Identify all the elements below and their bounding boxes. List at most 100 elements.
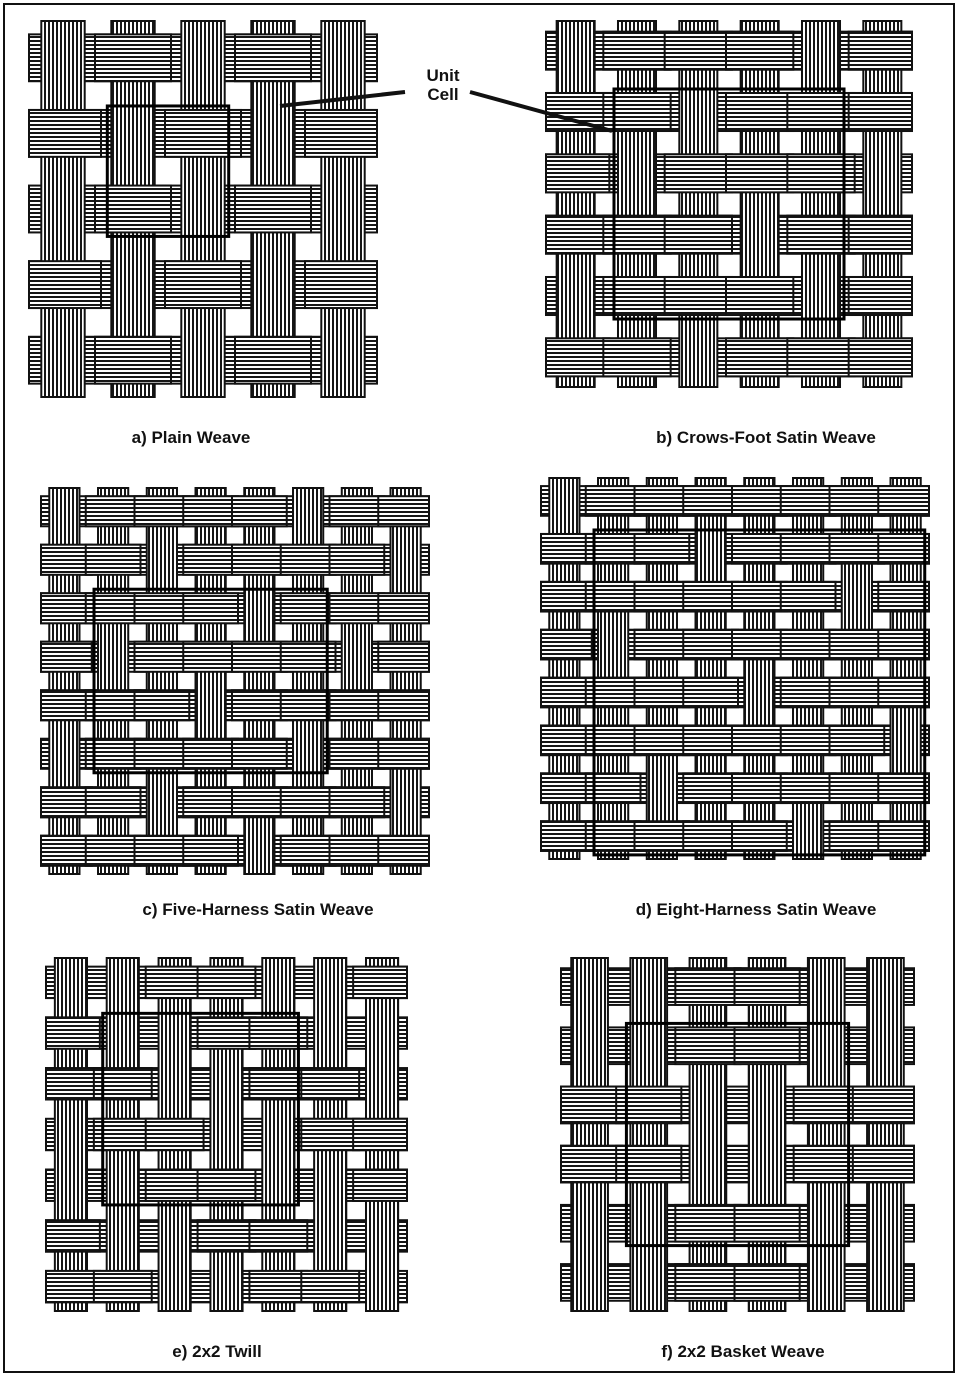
- weft-crossover: [249, 1220, 307, 1251]
- warp-yarn: [802, 21, 840, 387]
- weft-crossover: [683, 725, 738, 755]
- weft-crossover: [86, 836, 141, 866]
- weft-crossover: [378, 836, 429, 866]
- weft-crossover: [46, 1220, 100, 1251]
- weft-crossover: [675, 1264, 740, 1301]
- weft-crossover: [635, 821, 690, 851]
- weft-crossover: [635, 582, 690, 612]
- weft-crossover: [732, 582, 787, 612]
- weft-crossover: [732, 486, 787, 516]
- weft-crossover: [232, 690, 287, 720]
- weft-crossover: [330, 545, 385, 575]
- weft-crossover: [735, 968, 800, 1005]
- weft-crossover: [135, 690, 190, 720]
- warp-yarn: [181, 21, 224, 397]
- weft-crossover: [198, 1169, 256, 1200]
- caption-crows-foot-satin-weave: b) Crows-Foot Satin Weave: [656, 428, 876, 448]
- warp-yarn: [863, 21, 901, 387]
- weft-crossover: [781, 630, 836, 660]
- weft-crossover: [726, 338, 793, 376]
- weft-crossover: [135, 739, 190, 769]
- weft-crossover: [735, 1205, 800, 1242]
- weft-crossover: [183, 836, 238, 866]
- weft-crossover: [183, 787, 238, 817]
- warp-yarn: [618, 21, 656, 387]
- weft-crossover: [183, 642, 238, 672]
- weft-crossover: [232, 739, 287, 769]
- weft-crossover: [135, 836, 190, 866]
- weft-crossover: [235, 337, 311, 384]
- weft-crossover: [726, 93, 793, 131]
- weft-crossover: [541, 773, 592, 803]
- weft-crossover: [330, 739, 385, 769]
- warp-yarn: [321, 21, 364, 397]
- warp-yarn: [749, 958, 786, 1311]
- weft-crossover: [378, 739, 429, 769]
- weft-crossover: [330, 496, 385, 526]
- weft-crossover: [232, 496, 287, 526]
- weft-crossover: [41, 642, 92, 672]
- weft-crossover: [665, 32, 732, 70]
- weft-crossover: [183, 593, 238, 623]
- weft-crossover: [198, 1220, 256, 1251]
- weft-crossover: [301, 1119, 359, 1150]
- weft-crossover: [183, 739, 238, 769]
- weft-crossover: [683, 582, 738, 612]
- weft-crossover: [135, 593, 190, 623]
- weft-crossover: [735, 1264, 800, 1301]
- weft-crossover: [878, 582, 929, 612]
- weft-crossover: [878, 821, 929, 851]
- warp-yarn: [690, 958, 727, 1311]
- weft-crossover: [41, 787, 92, 817]
- weft-crossover: [541, 582, 592, 612]
- weft-crossover: [146, 1119, 204, 1150]
- weft-crossover: [378, 690, 429, 720]
- weft-crossover: [378, 593, 429, 623]
- weft-crossover: [281, 836, 336, 866]
- weft-crossover: [183, 545, 238, 575]
- warp-yarn: [741, 21, 779, 387]
- weft-crossover: [330, 593, 385, 623]
- weft-crossover: [146, 1169, 204, 1200]
- weft-crossover: [853, 1087, 914, 1124]
- weft-crossover: [330, 787, 385, 817]
- warp-yarn: [679, 21, 717, 387]
- weft-crossover: [541, 678, 592, 708]
- weft-crossover: [198, 1017, 256, 1048]
- weft-crossover: [635, 678, 690, 708]
- weft-crossover: [683, 486, 738, 516]
- weft-crossover: [635, 630, 690, 660]
- weft-crossover: [95, 34, 171, 81]
- weft-crossover: [378, 642, 429, 672]
- caption-eight-harness-satin-weave: d) Eight-Harness Satin Weave: [636, 900, 877, 920]
- weft-crossover: [95, 337, 171, 384]
- weft-crossover: [830, 630, 885, 660]
- weft-crossover: [665, 277, 732, 315]
- weft-crossover: [830, 773, 885, 803]
- weft-crossover: [46, 1068, 100, 1099]
- weft-crossover: [301, 1271, 359, 1302]
- weft-crossover: [683, 773, 738, 803]
- weft-crossover: [675, 1205, 740, 1242]
- weft-crossover: [781, 725, 836, 755]
- weft-crossover: [732, 725, 787, 755]
- weft-crossover: [198, 967, 256, 998]
- unit-cell-callout: Unit Cell: [408, 66, 478, 104]
- weft-crossover: [586, 486, 641, 516]
- weft-crossover: [330, 690, 385, 720]
- weft-crossover: [732, 630, 787, 660]
- weft-crossover: [781, 678, 836, 708]
- warp-yarn: [808, 958, 845, 1311]
- warp-yarn: [867, 958, 904, 1311]
- warp-yarn: [147, 488, 177, 874]
- weft-crossover: [232, 787, 287, 817]
- weft-crossover: [546, 338, 609, 376]
- weft-crossover: [235, 34, 311, 81]
- weft-crossover: [635, 486, 690, 516]
- weft-crossover: [165, 261, 241, 308]
- weft-crossover: [735, 1027, 800, 1064]
- weft-crossover: [787, 338, 854, 376]
- 2x2-basket-weave-diagram: [560, 957, 915, 1312]
- weft-crossover: [849, 93, 912, 131]
- weft-crossover: [849, 216, 912, 254]
